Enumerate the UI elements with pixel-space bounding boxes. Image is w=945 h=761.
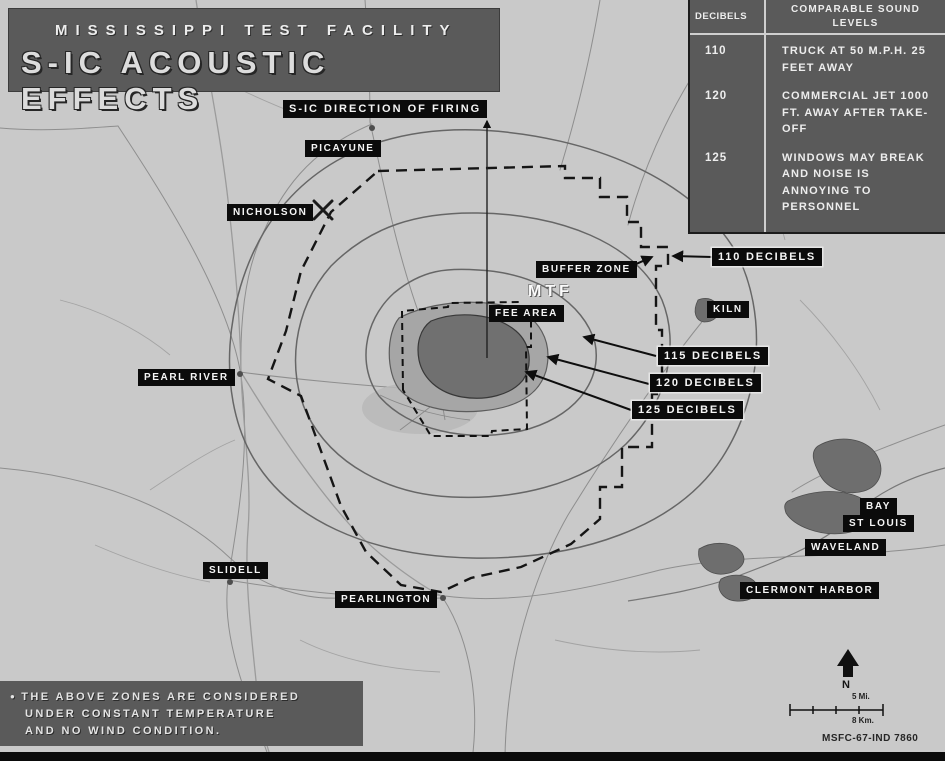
- label-kiln: KILN: [707, 301, 749, 318]
- town-markers: [227, 125, 446, 601]
- contour-115: [365, 268, 597, 437]
- east-pearl-river-line: [240, 371, 444, 598]
- scale-km-label: 8 Km.: [852, 716, 874, 725]
- legend-db-desc: TRUCK AT 50 M.P.H. 25 FEET AWAY: [782, 45, 926, 74]
- legend-db-value: 125: [705, 151, 728, 164]
- road-line: [0, 467, 945, 600]
- note-bullet-icon: ●: [10, 692, 18, 701]
- note-line-2: UNDER CONSTANT TEMPERATURE: [25, 708, 276, 721]
- legend-db-desc: WINDOWS MAY BREAK AND NOISE IS ANNOYING …: [782, 151, 925, 214]
- legend-divider-horizontal: [690, 33, 945, 35]
- bay-water: [812, 438, 882, 494]
- road-line: [554, 639, 701, 653]
- label-120-decibels: 120 DECIBELS: [650, 374, 761, 392]
- road-line: [239, 371, 401, 389]
- arrow-125: [524, 369, 632, 411]
- road-line: [627, 79, 691, 226]
- legend-row: 125 WINDOWS MAY BREAK AND NOISE IS ANNOY…: [690, 150, 945, 216]
- legend-divider-vertical: [764, 0, 766, 232]
- road-line: [94, 544, 211, 583]
- title-panel: MISSISSIPPI TEST FACILITY S-IC ACOUSTIC …: [8, 8, 500, 116]
- legend-row: 110 TRUCK AT 50 M.P.H. 25 FEET AWAY: [690, 43, 945, 76]
- label-pearl-river: PEARL RIVER: [138, 369, 235, 386]
- label-115-decibels: 115 DECIBELS: [658, 347, 769, 365]
- road-line: [442, 597, 476, 761]
- label-pearlington: PEARLINGTON: [335, 591, 438, 608]
- legend-row: 120 COMMERCIAL JET 1000 FT. AWAY AFTER T…: [690, 88, 945, 138]
- legend-db-desc: COMMERCIAL JET 1000 FT. AWAY AFTER TAKE-…: [782, 90, 930, 135]
- north-arrow-icon: [837, 649, 859, 677]
- scale-bar: [789, 704, 884, 716]
- road-line: [559, 0, 601, 171]
- label-waveland: WAVELAND: [805, 539, 887, 556]
- fee-area-boundary: [400, 300, 532, 437]
- label-clermont-harbor: CLERMONT HARBOR: [740, 582, 880, 599]
- legend-db-value: 110: [705, 45, 727, 57]
- road-line: [379, 394, 471, 421]
- coastline: [627, 467, 945, 602]
- road-line: [0, 125, 119, 131]
- road-line: [799, 299, 881, 411]
- bay-water: [698, 543, 745, 575]
- label-fee-area: FEE AREA: [489, 305, 564, 322]
- arrow-110: [671, 250, 713, 263]
- zone-125-decibels: [417, 314, 530, 399]
- note-text: THE ABOVE ZONES ARE CONSIDERED: [21, 691, 301, 703]
- map-title: S-IC ACOUSTIC EFFECTS: [21, 45, 331, 116]
- facility-title: MISSISSIPPI TEST FACILITY: [55, 22, 458, 39]
- label-nicholson: NICHOLSON: [227, 204, 314, 221]
- scale-miles-label: 5 Mi.: [852, 692, 870, 701]
- label-buffer-zone: BUFFER ZONE: [536, 261, 637, 278]
- legend-db-value: 120: [705, 90, 728, 102]
- figure-id: MSFC-67-IND 7860: [822, 733, 919, 744]
- road-line: [504, 317, 706, 761]
- sound-levels-legend: DECIBELS COMPARABLE SOUND LEVELS 110 TRU…: [688, 0, 945, 234]
- label-picayune: PICAYUNE: [305, 140, 381, 157]
- north-label: N: [842, 679, 851, 691]
- label-slidell: SLIDELL: [203, 562, 268, 579]
- bottom-border: [0, 752, 945, 761]
- buffer-zone-boundary: [266, 164, 670, 594]
- road-line: [299, 639, 441, 673]
- label-125-decibels: 125 DECIBELS: [632, 401, 743, 419]
- legend-col-decibels: DECIBELS: [695, 11, 748, 22]
- road-line: [117, 125, 271, 761]
- note-line-1: ●THE ABOVE ZONES ARE CONSIDERED: [10, 689, 363, 706]
- arrow-115: [582, 333, 657, 357]
- nicholson-x-marker: [312, 199, 334, 221]
- conditions-note: ●THE ABOVE ZONES ARE CONSIDERED UNDER CO…: [0, 681, 363, 746]
- label-mtf: MTF: [528, 283, 573, 300]
- label-firing-direction: S-IC DIRECTION OF FIRING: [283, 100, 488, 118]
- label-110-decibels: 110 DECIBELS: [712, 248, 823, 266]
- note-line-3: AND NO WIND CONDITION.: [25, 725, 222, 738]
- road-line: [149, 439, 236, 491]
- legend-col-levels: COMPARABLE SOUND LEVELS: [790, 4, 920, 29]
- road-line: [59, 299, 171, 356]
- arrow-120: [546, 353, 650, 385]
- label-bay: BAY: [860, 498, 897, 515]
- label-st-louis: ST LOUIS: [843, 515, 914, 532]
